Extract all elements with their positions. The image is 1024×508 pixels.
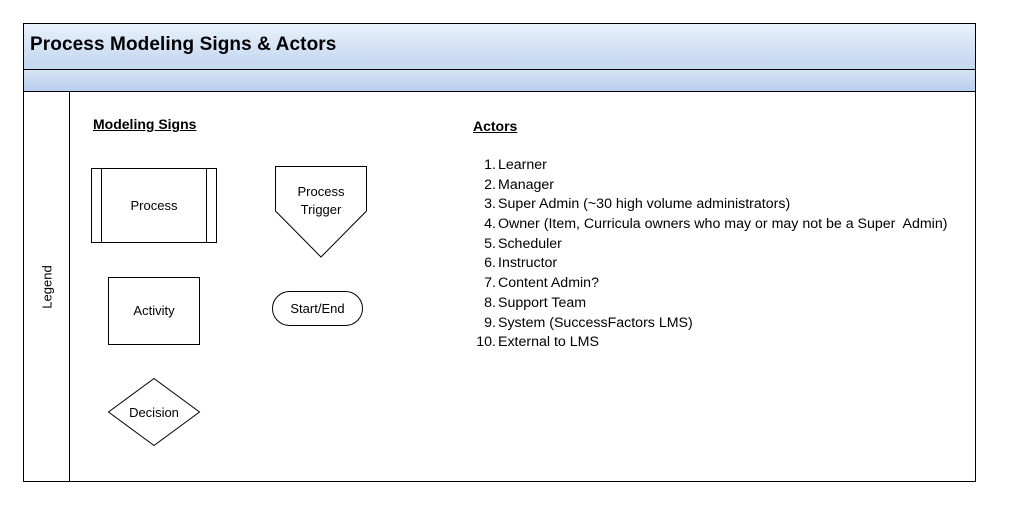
trigger-label-line1: Process — [298, 184, 345, 199]
actor-number: 5. — [484, 235, 496, 252]
actor-name: Support Team — [498, 294, 587, 311]
actor-name: External to LMS — [498, 334, 599, 351]
actor-name: Owner (Item, Curricula owners who may or… — [498, 216, 948, 233]
actor-item: 5.Scheduler — [472, 235, 947, 255]
activity-label: Activity — [133, 303, 175, 318]
modeling-signs-title: Modeling Signs — [93, 116, 197, 132]
decision-shape: Decision — [107, 377, 201, 447]
actor-item: 3.Super Admin (~30 high volume administr… — [472, 195, 947, 215]
actor-item: 10.External to LMS — [472, 333, 947, 353]
actor-number: 3. — [484, 196, 496, 213]
process-label: Process — [131, 198, 178, 213]
actor-item: 8.Support Team — [472, 294, 947, 314]
activity-shape: Activity — [108, 277, 200, 345]
actors-list: 1.Learner 2.Manager 3.Super Admin (~30 h… — [472, 156, 947, 353]
actor-number: 8. — [484, 294, 496, 311]
start-end-label: Start/End — [290, 301, 344, 316]
actor-number: 6. — [484, 255, 496, 272]
process-shape: Process — [91, 168, 217, 243]
start-end-shape: Start/End — [272, 291, 363, 326]
title-bar: Process Modeling Signs & Actors — [24, 24, 975, 70]
actor-item: 9.System (SuccessFactors LMS) — [472, 314, 947, 334]
legend-lane: Legend — [24, 92, 70, 481]
actor-item: 4.Owner (Item, Curricula owners who may … — [472, 215, 947, 235]
actor-name: Instructor — [498, 255, 558, 272]
actors-title: Actors — [473, 118, 518, 134]
actor-name: System (SuccessFactors LMS) — [498, 314, 693, 331]
page-title: Process Modeling Signs & Actors — [30, 34, 337, 55]
actor-number: 4. — [484, 216, 496, 233]
trigger-label-line2: Trigger — [301, 202, 342, 217]
actor-number: 9. — [484, 314, 496, 331]
actor-item: 2.Manager — [472, 176, 947, 196]
actor-name: Super Admin (~30 high volume administrat… — [498, 196, 791, 213]
actor-name: Learner — [498, 157, 547, 173]
actor-name: Manager — [498, 176, 554, 193]
actor-number: 1. — [484, 157, 496, 173]
actor-item: 7.Content Admin? — [472, 274, 947, 294]
decision-label: Decision — [129, 405, 179, 420]
actor-name: Scheduler — [498, 235, 562, 252]
actor-item: 1.Learner — [472, 156, 947, 176]
actor-item: 6.Instructor — [472, 254, 947, 274]
process-trigger-shape: Process Trigger — [275, 166, 367, 258]
subheader-bar — [24, 70, 975, 92]
legend-frame: Process Modeling Signs & Actors Legend — [23, 23, 976, 482]
actor-number: 2. — [484, 176, 496, 193]
actor-number: 10. — [476, 334, 496, 351]
actor-name: Content Admin? — [498, 275, 599, 292]
actor-number: 7. — [484, 275, 496, 292]
